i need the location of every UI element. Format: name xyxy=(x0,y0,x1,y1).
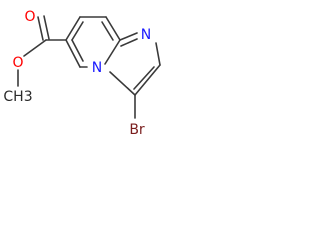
atom-bridgehead-nitrogen: N xyxy=(92,60,102,76)
bond-carbonyl-double-b xyxy=(43,15,50,40)
atom-methyl: CH3 xyxy=(3,89,32,105)
bond-c2-c3-inner xyxy=(133,66,155,90)
bond-c6-c7-inner xyxy=(71,21,84,41)
bond-c5-c6-inner xyxy=(71,39,84,62)
bond-c5-c6 xyxy=(65,39,81,68)
structure-canvas: O O CH3 N N Br xyxy=(0,0,182,145)
bond-n1-c2 xyxy=(155,42,161,66)
bonds xyxy=(17,15,161,119)
bond-c8-c8a-inner xyxy=(101,21,114,41)
atom-carbonyl-oxygen: O xyxy=(24,9,35,25)
bond-c8-c8a xyxy=(105,16,121,41)
molecule-diagram: O O CH3 N N Br xyxy=(3,9,161,138)
bond-c8a-n1-inner xyxy=(120,38,138,47)
bond-c8a-n1 xyxy=(119,32,138,41)
atom-ester-oxygen: O xyxy=(12,55,23,71)
bond-c3-n4 xyxy=(109,71,136,96)
bond-carbonyl-double-a xyxy=(37,16,44,41)
atom-imidazole-nitrogen: N xyxy=(141,27,151,43)
bond-acyl-ester-o xyxy=(23,39,47,57)
bond-c2-c3 xyxy=(134,64,161,96)
bond-c8a-n4 xyxy=(104,39,121,65)
bond-c6-c7 xyxy=(65,16,81,41)
atom-bromine: Br xyxy=(129,122,145,138)
atoms: O O CH3 N N Br xyxy=(3,9,151,138)
